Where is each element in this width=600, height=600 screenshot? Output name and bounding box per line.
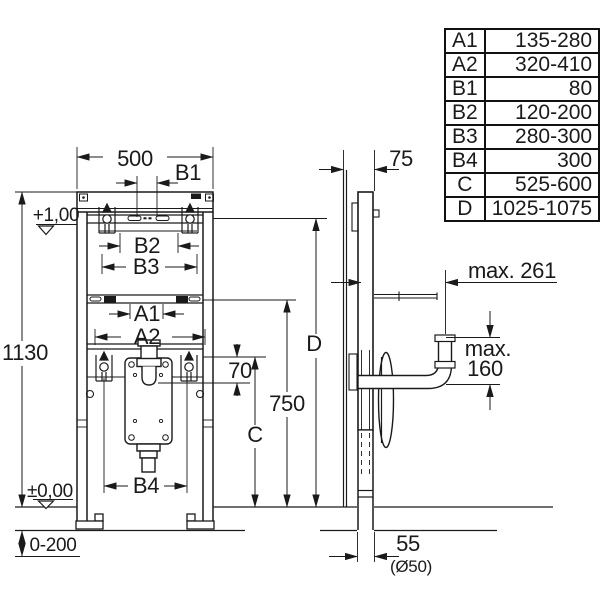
dim-max-261	[331, 270, 557, 334]
dim-label-d: D	[306, 331, 322, 356]
dim-500	[76, 147, 214, 189]
dim-b1	[116, 176, 178, 217]
spec-value: 525-600	[483, 172, 600, 198]
dim-75	[319, 150, 399, 191]
level-marker-top	[36, 224, 77, 236]
dim-label-b3: B3	[133, 254, 159, 279]
template-disc	[377, 351, 395, 449]
table-row: B2 120-200	[444, 100, 600, 126]
lower-wall-bracket	[348, 353, 358, 391]
dim-label-b4: B4	[133, 473, 159, 498]
dim-label-1130: 1130	[2, 340, 48, 365]
dim-label-c: C	[247, 422, 263, 447]
dim-label-160: 160	[467, 356, 503, 381]
down-pipe	[357, 429, 374, 530]
table-row: C 525-600	[444, 172, 600, 198]
spec-value: 300	[483, 148, 600, 174]
upper-wall-bracket	[351, 202, 359, 232]
side-view	[342, 170, 456, 530]
middle-crossbar	[87, 294, 203, 304]
table-row: A1 135-280	[444, 28, 600, 54]
dim-label-dia50: (Ø50)	[390, 557, 432, 576]
drain-connector-front	[136, 339, 162, 473]
frame-feet	[75, 513, 215, 530]
dim-label-70: 70	[228, 358, 252, 383]
spec-key: A1	[444, 28, 486, 54]
dim-label-a1: A1	[134, 301, 160, 326]
spec-key: A2	[444, 52, 486, 78]
profile-tab	[372, 209, 380, 218]
dim-0-200	[15, 530, 80, 557]
spec-key: B1	[444, 76, 486, 102]
basin-fixing-rod	[374, 291, 438, 301]
dim-label-0-200: 0-200	[29, 535, 76, 556]
dim-label-a2: A2	[134, 324, 160, 349]
spec-value: 320-410	[483, 52, 600, 78]
dimension-spec-table: A1 135-280 A2 320-410 B1 80 B2 120-200 B…	[444, 28, 600, 222]
dim-b2	[99, 233, 199, 253]
dim-label-500: 500	[117, 146, 153, 171]
table-row: D 1025-1075	[444, 196, 600, 222]
spec-value: 280-300	[483, 124, 600, 150]
spec-key: B2	[444, 100, 486, 126]
frame-profile	[357, 191, 374, 431]
table-row: A2 320-410	[444, 52, 600, 78]
dim-55	[329, 532, 399, 562]
dim-label-max-261: max. 261	[468, 258, 556, 283]
dim-750	[203, 299, 296, 508]
dim-a2	[94, 329, 206, 345]
dim-label-750: 750	[269, 391, 305, 416]
trap-pipe	[357, 334, 456, 390]
front-view-frame	[75, 191, 215, 530]
dim-label-b1: B1	[175, 160, 201, 185]
dim-label-max-word: max.	[465, 336, 511, 361]
level-marker-floor	[33, 499, 73, 510]
dim-b4	[103, 378, 188, 493]
dimensions-side	[203, 150, 557, 562]
level-label-floor: ±0,00	[27, 481, 73, 502]
dim-label-b2: B2	[134, 233, 160, 258]
table-row: B4 300	[444, 148, 600, 174]
spec-value: 135-280	[483, 28, 600, 54]
spec-key: B4	[444, 148, 486, 174]
level-label-top: +1,00	[33, 205, 80, 226]
spec-value: 1025-1075	[483, 196, 600, 222]
dim-1130	[15, 191, 77, 508]
dim-a1	[109, 304, 184, 319]
frame-legs	[76, 212, 214, 521]
dim-max-160	[446, 311, 500, 410]
spec-key: B3	[444, 124, 486, 150]
wall-lines	[342, 170, 348, 507]
dim-label-75: 75	[389, 146, 413, 171]
dim-b3	[101, 254, 198, 274]
rail-clip	[191, 193, 201, 199]
table-row: B1 80	[444, 76, 600, 102]
dim-d	[213, 217, 327, 508]
spec-key: D	[444, 196, 486, 222]
spec-value: 120-200	[483, 100, 600, 126]
spec-value: 80	[483, 76, 600, 102]
dimensions-front	[15, 147, 266, 557]
dim-label-55: 55	[396, 531, 420, 556]
table-row: B3 280-300	[444, 124, 600, 150]
spec-key: C	[444, 172, 486, 198]
dim-70	[158, 344, 266, 396]
frame-top-rail	[76, 191, 214, 213]
